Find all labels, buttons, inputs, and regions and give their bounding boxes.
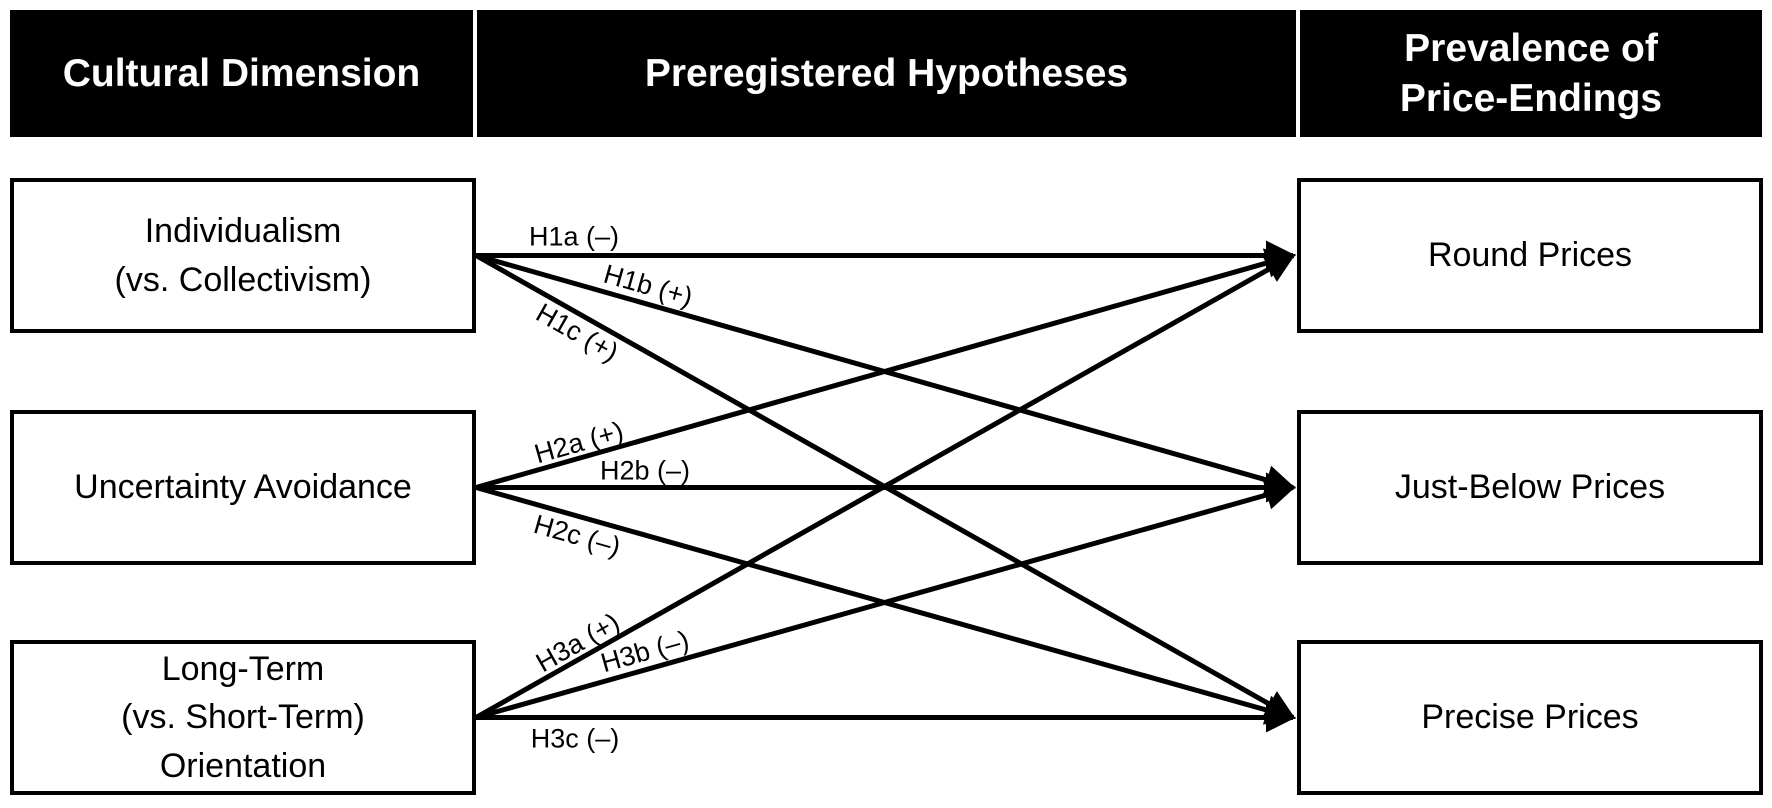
connector-arrow-H3b xyxy=(475,480,1296,720)
hypothesis-label-H3c: H3c (–) xyxy=(530,723,620,754)
box-uncertainty-avoidance: Uncertainty Avoidance xyxy=(10,410,476,565)
hypothesis-label-H2c: H2c (–) xyxy=(530,509,624,563)
hypothesis-label-H1c: H1c (+) xyxy=(531,297,624,368)
hypothesis-label-H1a: H1a (–) xyxy=(528,221,620,252)
box-long-term-orientation: Long-Term (vs. Short-Term) Orientation xyxy=(10,640,476,795)
header-cultural-dimension: Cultural Dimension xyxy=(10,10,473,137)
hypothesis-label-H1b: H1b (+) xyxy=(600,258,696,313)
header-prevalence-of-price-endings: Prevalence of Price-Endings xyxy=(1300,10,1762,137)
header-preregistered-hypotheses: Preregistered Hypotheses xyxy=(477,10,1296,137)
box-round-prices: Round Prices xyxy=(1297,178,1763,333)
box-precise-prices: Precise Prices xyxy=(1297,640,1763,795)
box-just-below-prices: Just-Below Prices xyxy=(1297,410,1763,565)
hypothesis-label-H2b: H2b (–) xyxy=(599,455,691,486)
box-individualism-vs-collectivism: Individualism (vs. Collectivism) xyxy=(10,178,476,333)
connector-arrow-H3a xyxy=(474,253,1296,720)
connector-arrow-H2a xyxy=(475,248,1296,490)
